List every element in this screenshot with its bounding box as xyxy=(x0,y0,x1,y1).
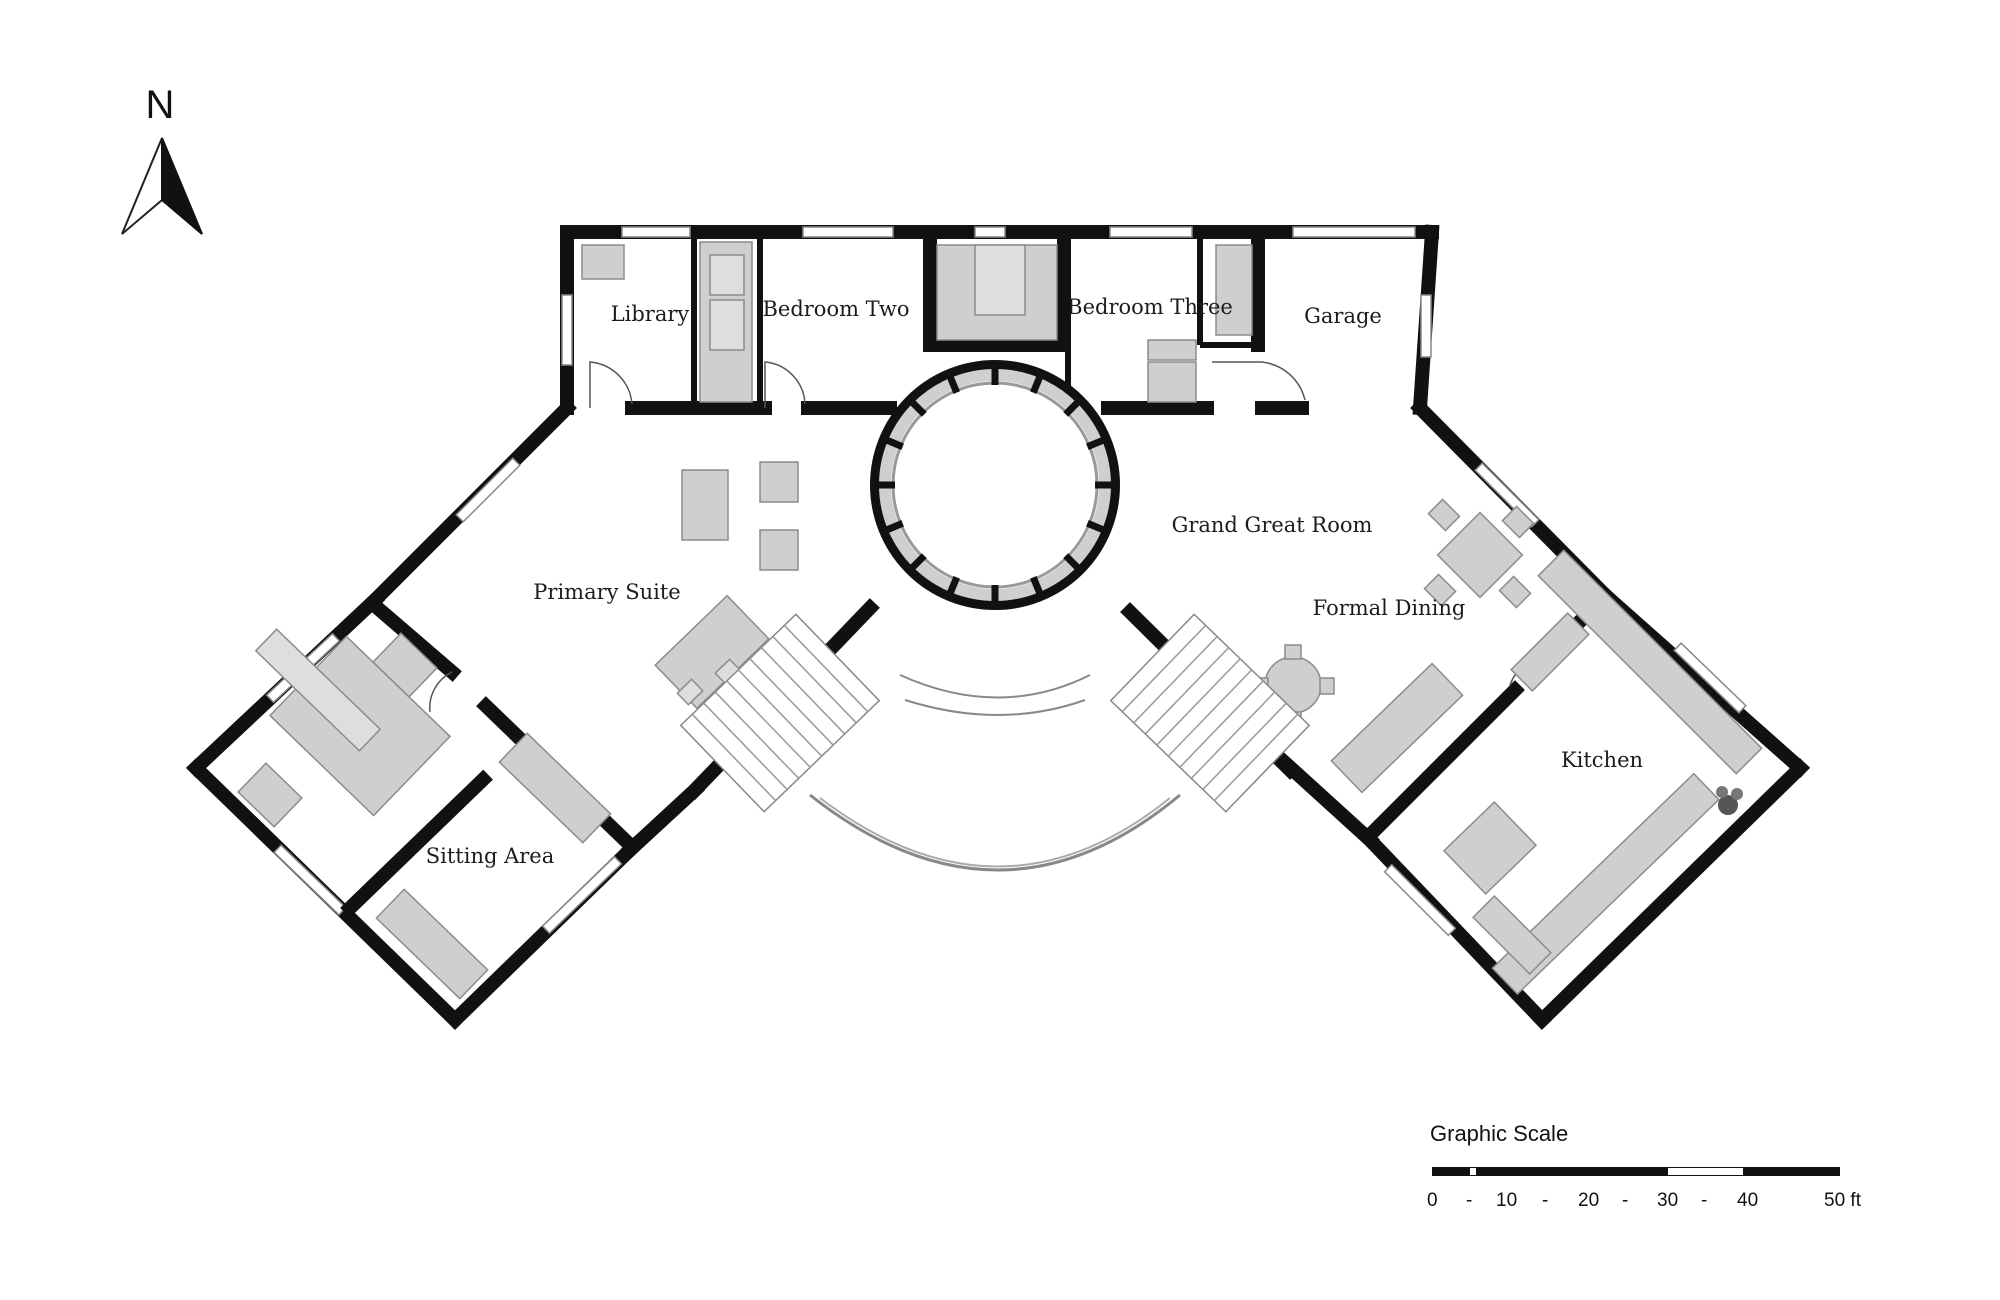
stair-tread xyxy=(691,713,777,802)
room-label-bedroom-three: Bedroom Three xyxy=(1067,295,1233,319)
rotunda-column xyxy=(1086,520,1111,536)
stair-tread xyxy=(1167,669,1253,757)
stair-tread xyxy=(1121,624,1207,713)
stair-tread xyxy=(726,680,811,768)
stair-tread xyxy=(760,647,846,735)
north-wing: Library Bedroom Two Bedroom Three Garage xyxy=(560,224,1440,416)
grand-staircase xyxy=(679,598,1311,872)
scale-tick-label: 40 xyxy=(1737,1190,1758,1211)
scale-tick-label: - xyxy=(1542,1190,1548,1211)
scale-bar xyxy=(1432,1167,1840,1176)
stair-tread xyxy=(783,624,869,713)
rotunda-column xyxy=(944,576,960,601)
room-label-formal-dining: Formal Dining xyxy=(1313,596,1466,620)
rotunda-column xyxy=(879,434,904,450)
stair-tread xyxy=(772,635,857,724)
rotunda-column xyxy=(1063,553,1086,576)
stair-tread xyxy=(1133,635,1218,724)
scale-tick-label: 30 xyxy=(1657,1190,1678,1211)
rotunda-column xyxy=(1086,434,1111,450)
room-label-garage: Garage xyxy=(1304,304,1382,328)
north-label: N xyxy=(146,83,175,127)
room-label-grand-great-room: Grand Great Room xyxy=(1172,513,1373,537)
stair-tread xyxy=(1144,647,1230,735)
north-arrow: N xyxy=(121,83,203,235)
stair-tread xyxy=(1213,713,1299,802)
scale-tick-label: 20 xyxy=(1578,1190,1599,1211)
rotunda-column xyxy=(1063,394,1086,417)
rotunda xyxy=(870,360,1120,610)
room-label-library: Library xyxy=(611,302,690,326)
graphic-scale: Graphic Scale 0 - 10 - 20 - 30 - 40 50 ft xyxy=(1427,1121,1862,1211)
rotunda-column xyxy=(879,520,904,536)
rotunda-column xyxy=(904,394,927,417)
stair-tread xyxy=(737,669,823,757)
west-wing: Primary Suite Sitting Area xyxy=(186,398,799,1030)
room-label-primary-suite: Primary Suite xyxy=(533,580,680,604)
scale-tick-label: - xyxy=(1622,1190,1628,1211)
room-label-sitting-area: Sitting Area xyxy=(426,844,555,868)
stair-tread xyxy=(714,691,800,779)
rotunda-column xyxy=(1030,369,1046,394)
room-label-kitchen: Kitchen xyxy=(1561,748,1643,772)
stair-tread xyxy=(1190,691,1276,779)
scale-tick-label: 10 xyxy=(1496,1190,1517,1211)
scale-tick-label: 0 xyxy=(1427,1190,1438,1211)
north-arrow-icon xyxy=(121,137,163,235)
scale-tick-label: - xyxy=(1701,1190,1707,1211)
stair-tread xyxy=(1179,680,1264,768)
scale-title: Graphic Scale xyxy=(1430,1121,1568,1146)
rotunda-column xyxy=(1030,576,1046,601)
rotunda-column xyxy=(904,553,927,576)
scale-tick-label: - xyxy=(1466,1190,1472,1211)
east-wing: Grand Great Room Formal Dining Kitchen xyxy=(1172,398,1810,1030)
stair-tread xyxy=(1156,658,1241,746)
stair-tread xyxy=(749,658,834,746)
scale-tick-label: 50 ft xyxy=(1824,1190,1862,1211)
stair-tread xyxy=(1202,702,1287,791)
rotunda-column xyxy=(944,369,960,394)
stair-tread xyxy=(703,702,788,791)
room-label-bedroom-two: Bedroom Two xyxy=(762,297,909,321)
